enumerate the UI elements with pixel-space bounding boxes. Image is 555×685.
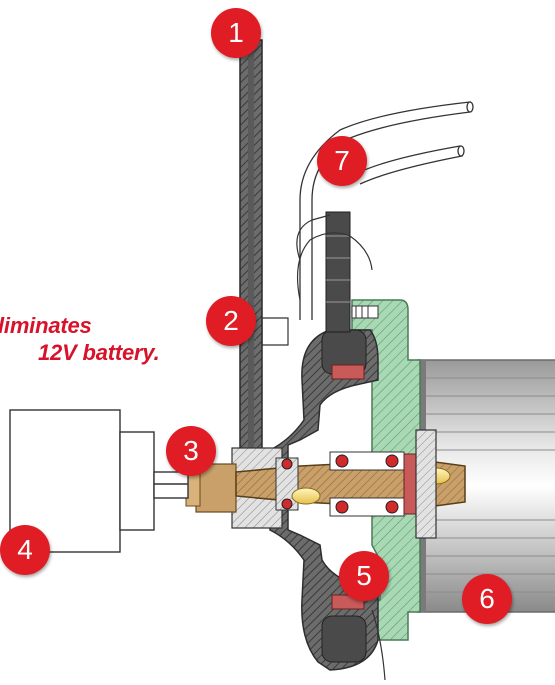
callout-text-line-1: liminates (0, 313, 92, 338)
badge-6: 6 (462, 574, 512, 624)
callout-text-line-2: 12V battery. (38, 340, 160, 365)
badge-3: 3 (166, 426, 216, 476)
blade-core (248, 40, 254, 520)
badge-4: 4 (0, 525, 50, 575)
wire-loop (296, 232, 373, 301)
magnet-bottom (321, 615, 367, 663)
right-flange (415, 429, 437, 539)
badge-1: 1 (211, 8, 261, 58)
top-screw (351, 305, 379, 319)
ball-left (291, 487, 321, 505)
badge-7: 7 (317, 136, 367, 186)
lever-outline (261, 214, 331, 346)
brush-block (325, 211, 351, 333)
badge-2: 2 (206, 296, 256, 346)
bottom-wire (371, 609, 386, 681)
badge-5: 5 (339, 551, 389, 601)
top-seal (331, 364, 365, 380)
